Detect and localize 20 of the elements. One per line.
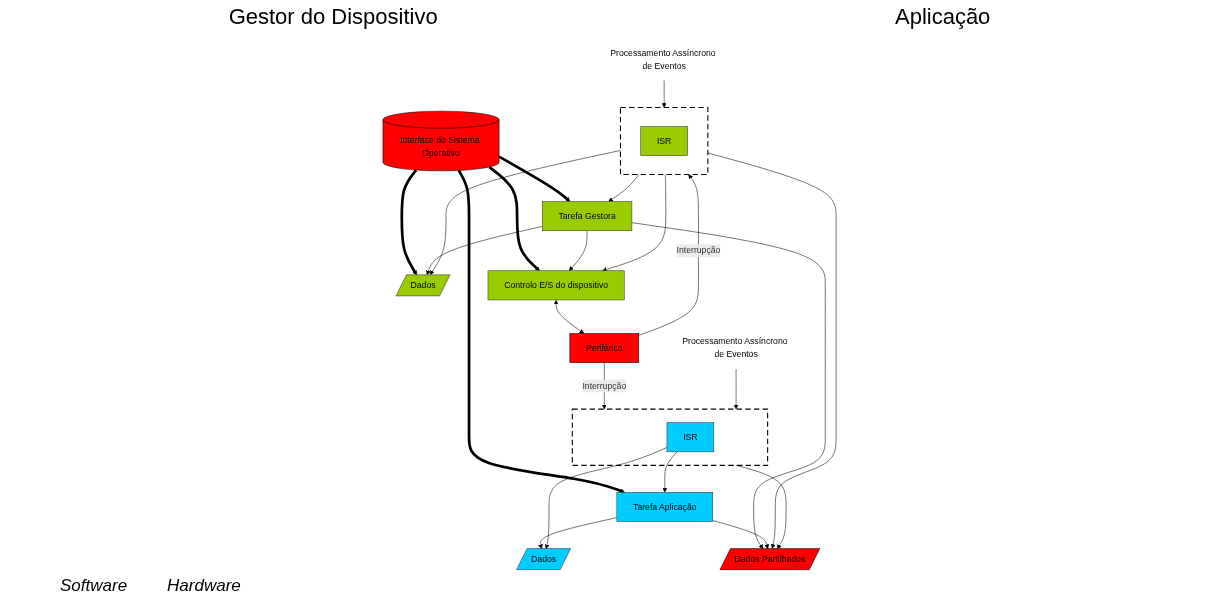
arrow xyxy=(488,166,540,271)
node-box: Tarefa Gestora xyxy=(542,201,633,232)
arrow xyxy=(457,169,626,494)
node-box: Controlo E/S do dispositivo xyxy=(487,270,625,301)
arrow xyxy=(400,169,418,276)
layer-label: Software xyxy=(60,576,128,596)
arrow xyxy=(498,155,571,202)
node-box: ISR xyxy=(666,422,715,453)
column-heading: Aplicação xyxy=(894,4,991,30)
layer-label: Hardware xyxy=(167,576,241,596)
node-box: Tarefa Aplicação xyxy=(616,492,713,522)
node-box: ISR xyxy=(640,126,688,156)
edge-label: Interrupção xyxy=(582,381,627,391)
node-text: Processamento Assíncrono de Eventos xyxy=(682,336,788,359)
node-text: Processamento Assíncrono de Eventos xyxy=(610,48,716,71)
column-heading: Gestor do Dispositivo xyxy=(228,4,438,30)
cluster xyxy=(571,408,769,466)
cluster xyxy=(619,106,709,176)
node-box: Periférico xyxy=(569,333,640,363)
edge-label: Interrupção xyxy=(676,245,721,256)
